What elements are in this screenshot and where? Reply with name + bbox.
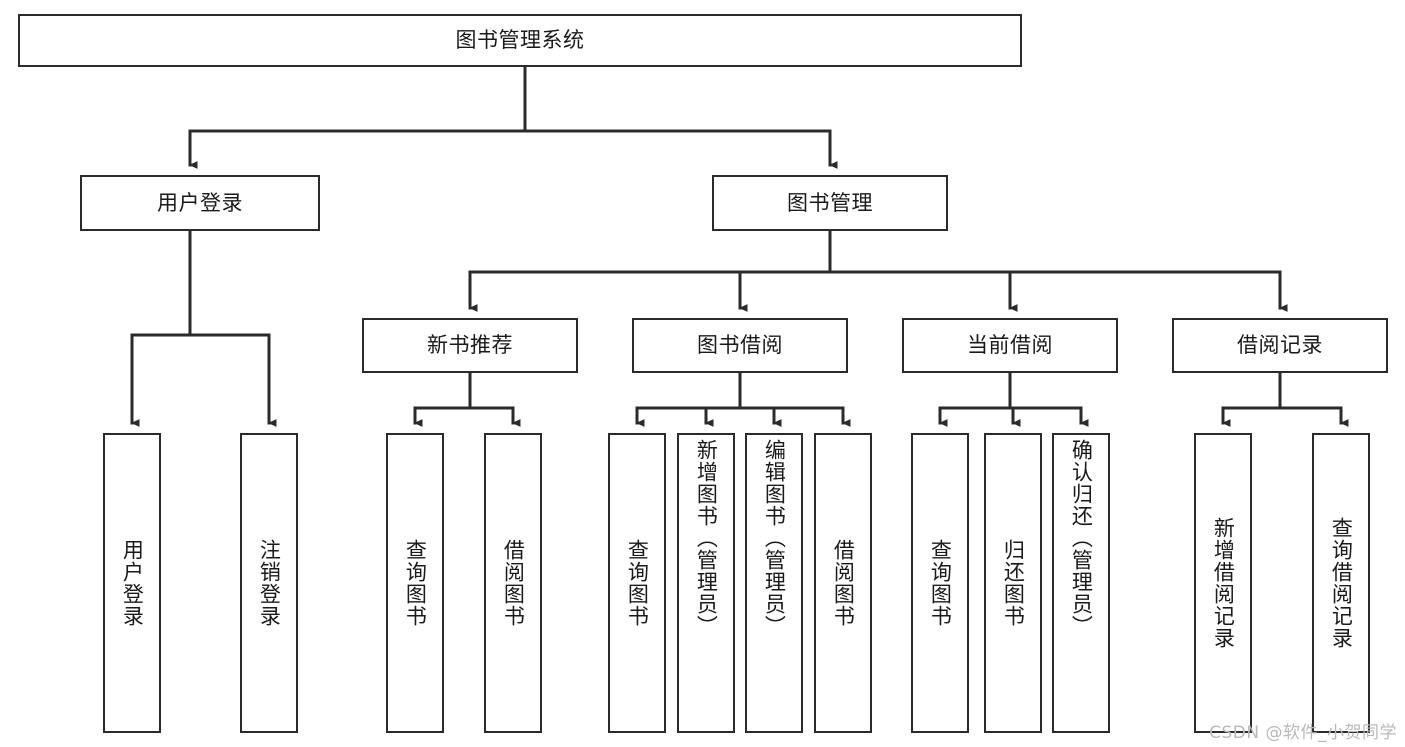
node-leaf-9[interactable]: 归还图书 [984, 433, 1042, 733]
node-level3-0-label: 新书推荐 [427, 333, 513, 358]
node-level3-1-label: 图书借阅 [697, 333, 783, 358]
node-level3-3[interactable]: 借阅记录 [1172, 318, 1388, 373]
node-leaf-7-label: 借阅图书 [831, 539, 856, 627]
node-leaf-12-label: 查询借阅记录 [1329, 517, 1354, 649]
node-leaf-4-label: 查询图书 [625, 539, 650, 627]
node-root[interactable]: 图书管理系统 [18, 14, 1022, 67]
node-leaf-12[interactable]: 查询借阅记录 [1312, 433, 1370, 733]
node-leaf-1[interactable]: 注销登录 [240, 433, 298, 733]
node-level3-2[interactable]: 当前借阅 [902, 318, 1118, 373]
node-leaf-4[interactable]: 查询图书 [608, 433, 666, 733]
node-leaf-3-label: 借阅图书 [501, 539, 526, 627]
node-leaf-10-label: 确认归还（管理员） [1069, 439, 1094, 637]
node-leaf-6[interactable]: 编辑图书（管理员） [745, 433, 803, 733]
node-leaf-2[interactable]: 查询图书 [386, 433, 444, 733]
node-level2-1-label: 图书管理 [787, 190, 873, 215]
node-level3-3-label: 借阅记录 [1237, 333, 1323, 358]
node-leaf-0[interactable]: 用户登录 [103, 433, 161, 733]
node-level3-0[interactable]: 新书推荐 [362, 318, 578, 373]
node-level3-1[interactable]: 图书借阅 [632, 318, 848, 373]
node-leaf-2-label: 查询图书 [403, 539, 428, 627]
node-leaf-3[interactable]: 借阅图书 [484, 433, 542, 733]
node-level3-2-label: 当前借阅 [967, 333, 1053, 358]
node-level2-0[interactable]: 用户登录 [80, 175, 320, 231]
node-leaf-6-label: 编辑图书（管理员） [762, 439, 787, 637]
node-leaf-11-label: 新增借阅记录 [1211, 517, 1236, 649]
node-leaf-11[interactable]: 新增借阅记录 [1194, 433, 1252, 733]
node-level2-1[interactable]: 图书管理 [712, 175, 948, 231]
node-root-label: 图书管理系统 [455, 28, 585, 53]
node-leaf-8-label: 查询图书 [928, 539, 953, 627]
node-leaf-1-label: 注销登录 [257, 539, 282, 627]
node-leaf-10[interactable]: 确认归还（管理员） [1052, 433, 1110, 733]
node-leaf-8[interactable]: 查询图书 [911, 433, 969, 733]
node-leaf-9-label: 归还图书 [1001, 539, 1026, 627]
node-leaf-5[interactable]: 新增图书（管理员） [677, 433, 735, 733]
node-leaf-7[interactable]: 借阅图书 [814, 433, 872, 733]
node-leaf-5-label: 新增图书（管理员） [694, 439, 719, 637]
node-leaf-0-label: 用户登录 [120, 539, 145, 627]
node-level2-0-label: 用户登录 [157, 190, 243, 215]
